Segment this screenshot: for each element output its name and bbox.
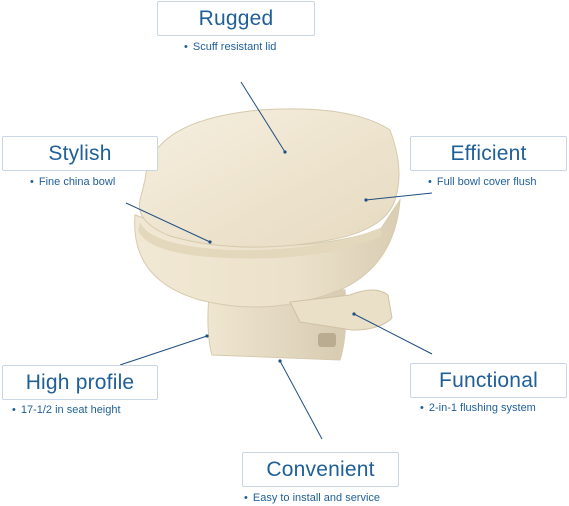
- bullet-icon: •: [244, 492, 248, 504]
- feature-title-functional: Functional: [410, 363, 567, 398]
- leader-efficient: [365, 192, 433, 201]
- bullet-icon: •: [420, 402, 424, 414]
- feature-detail-convenient: •Easy to install and service: [244, 492, 381, 504]
- leader-functional: [353, 313, 433, 355]
- leader-convenient: [279, 360, 323, 440]
- bullet-icon: •: [30, 176, 34, 188]
- leader-high-profile: [119, 335, 208, 366]
- seat-rim: [138, 222, 382, 259]
- feature-title-stylish: Stylish: [2, 136, 158, 171]
- feature-title-high-profile: High profile: [2, 365, 158, 400]
- leader-stylish: [125, 202, 211, 243]
- feature-title-rugged: Rugged: [157, 1, 315, 36]
- feature-title-efficient: Efficient: [410, 136, 567, 171]
- feature-detail-efficient: •Full bowl cover flush: [428, 176, 537, 188]
- foot-cutout: [318, 333, 336, 347]
- feature-detail-high-profile: •17-1/2 in seat height: [12, 404, 121, 416]
- leader-rugged: [240, 81, 286, 153]
- lid: [138, 108, 400, 248]
- feature-detail-functional: •2-in-1 flushing system: [420, 402, 536, 414]
- feature-detail-rugged: •Scuff resistant lid: [184, 41, 277, 53]
- feature-title-convenient: Convenient: [242, 452, 399, 487]
- bullet-icon: •: [428, 176, 432, 188]
- bullet-icon: •: [12, 404, 16, 416]
- feature-detail-stylish: •Fine china bowl: [30, 176, 116, 188]
- bullet-icon: •: [184, 41, 188, 53]
